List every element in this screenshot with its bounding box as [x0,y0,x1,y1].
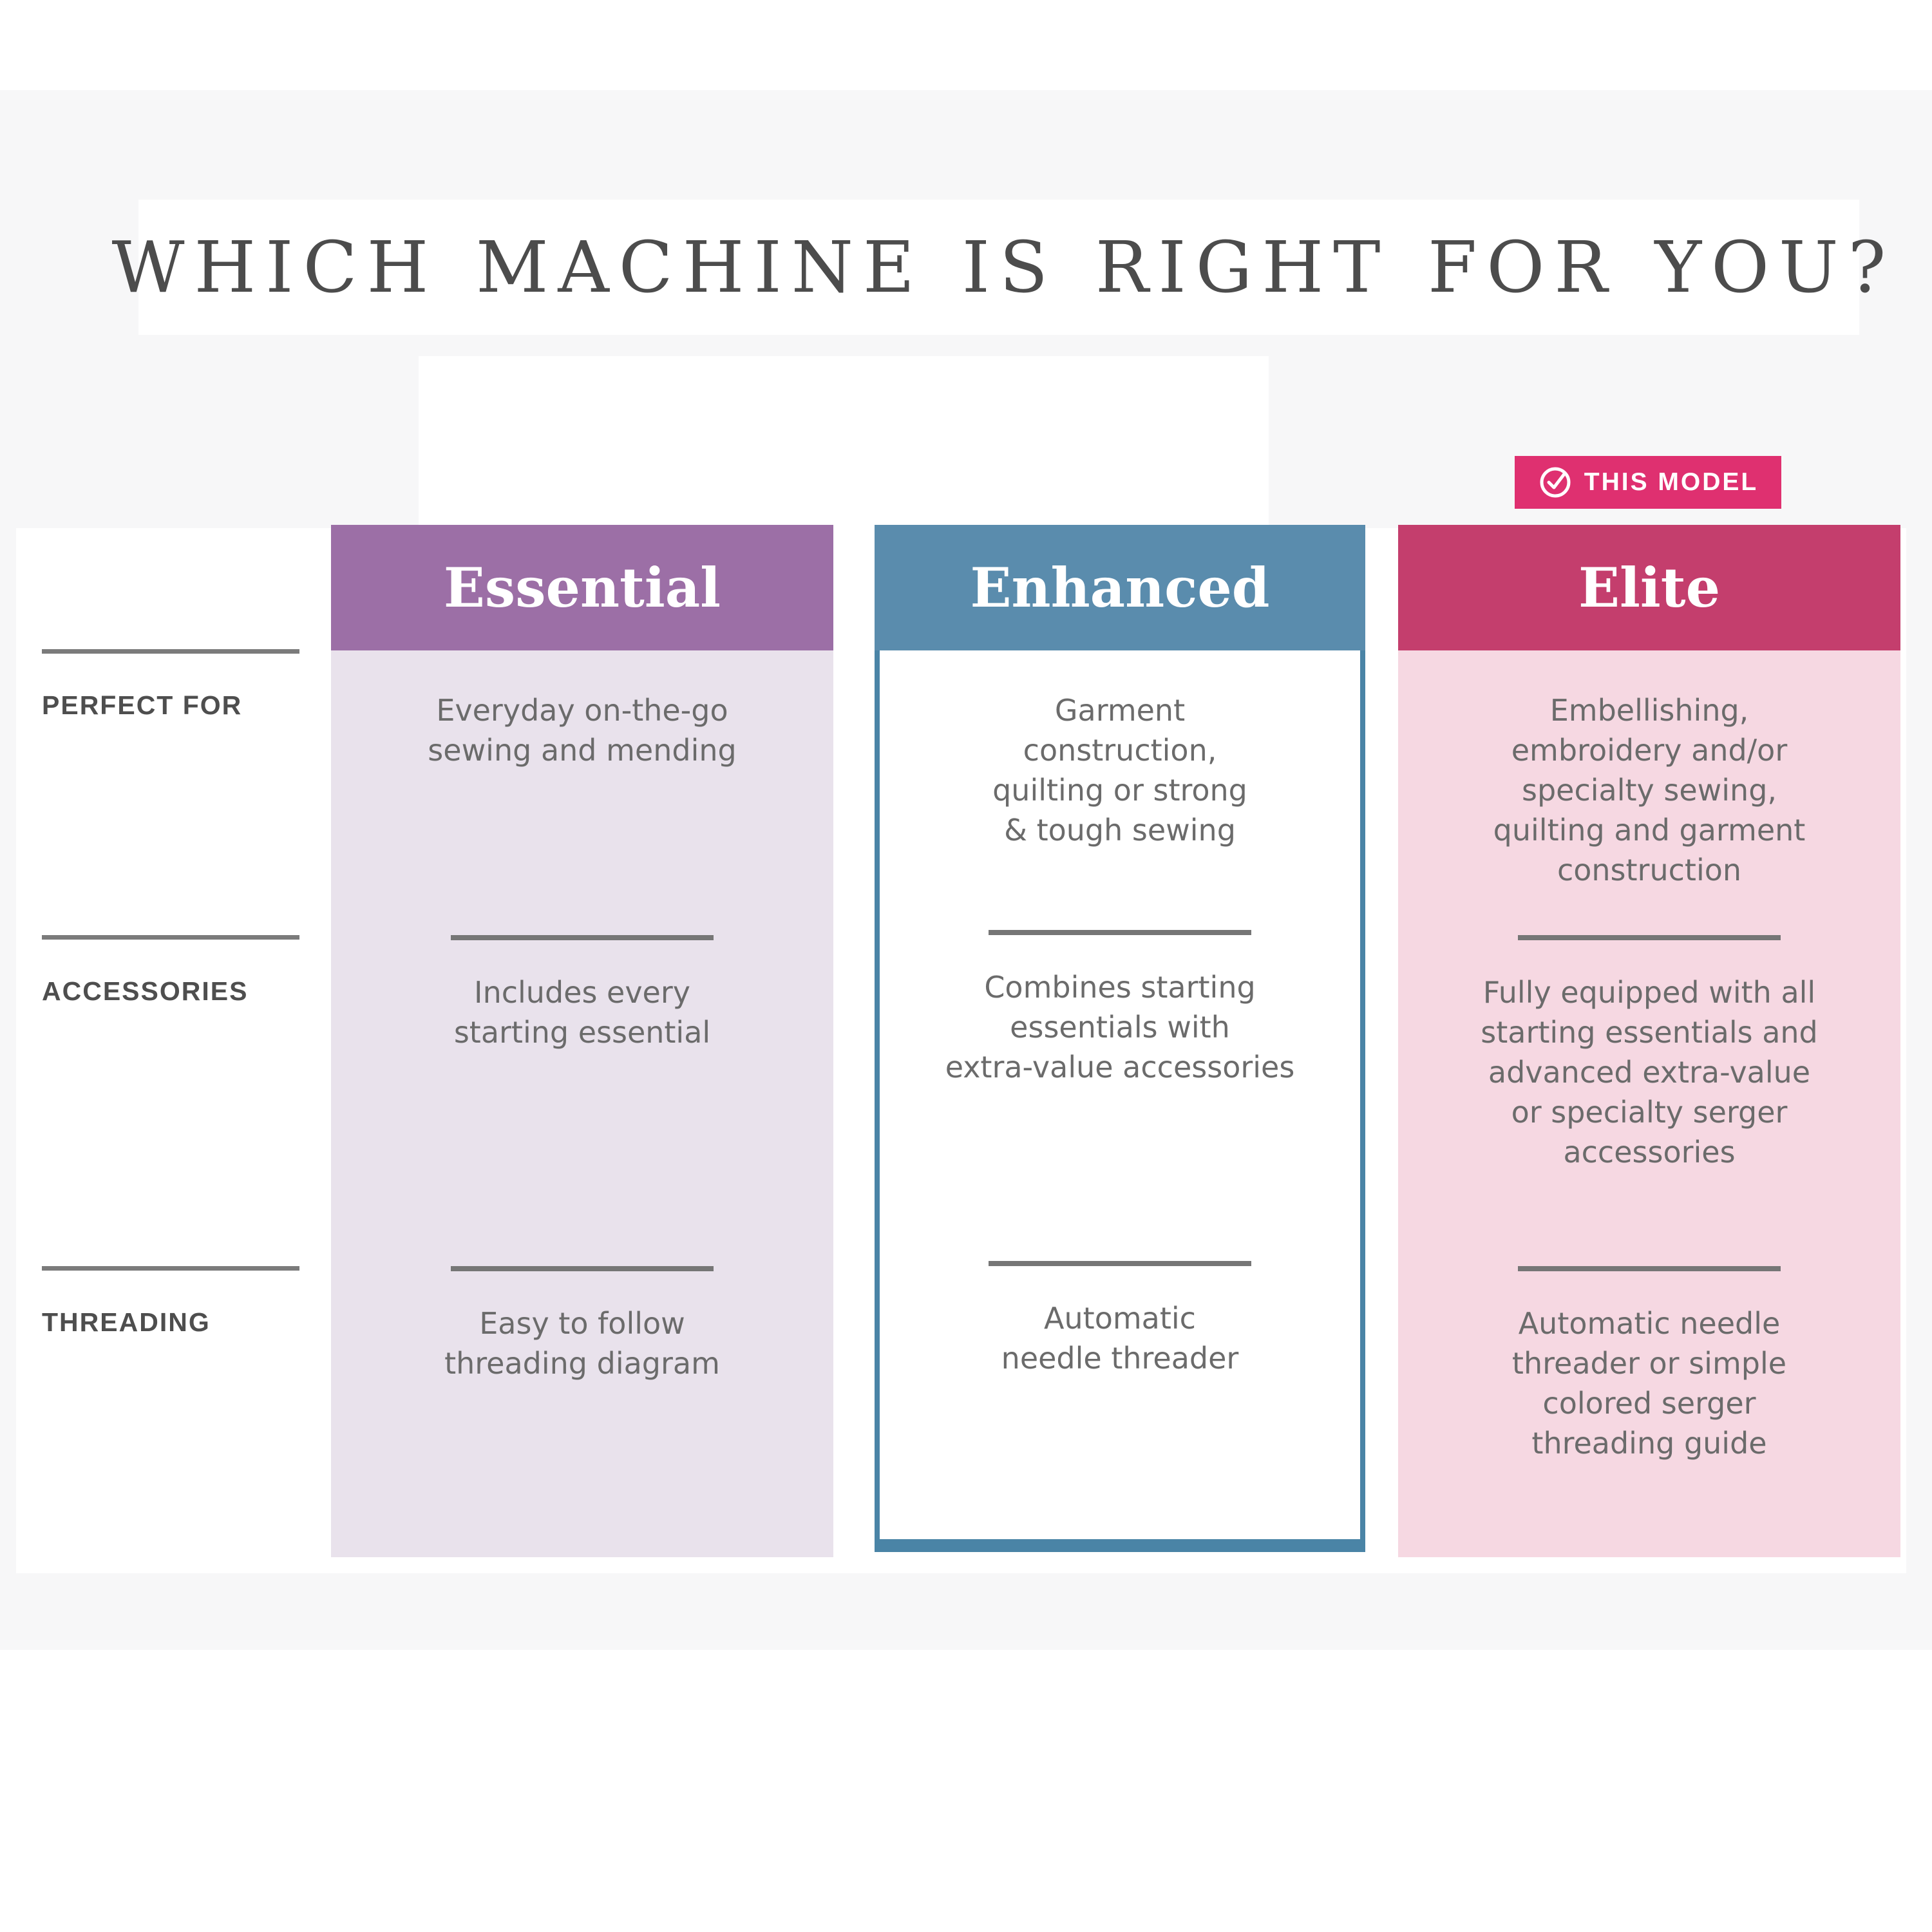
column-elite: Elite Embellishing, embroidery and/or sp… [1398,525,1900,1557]
cell-essential-perfect-for: Everyday on-the-go sewing and mending [331,690,833,770]
cell-enhanced-accessories: Combines starting essentials with extra-… [880,930,1360,1087]
column-title: Enhanced [970,556,1270,620]
column-essential: Essential Everyday on-the-go sewing and … [331,525,833,1557]
cell-divider [989,930,1251,935]
column-elite-header: Elite [1398,525,1900,650]
row-label-text: THREADING [42,1307,211,1337]
column-elite-body: Embellishing, embroidery and/or specialt… [1398,650,1900,1557]
cell-divider [989,1261,1251,1266]
row-divider [42,649,299,654]
row-label-accessories: ACCESSORIES [42,935,306,1007]
cell-elite-threading: Automatic needle threader or simple colo… [1398,1266,1900,1463]
column-essential-body: Everyday on-the-go sewing and mending In… [331,650,833,1557]
cell-divider [1518,1266,1781,1271]
background-card-upper [419,356,1269,528]
cell-text: Garment construction, quilting or strong… [992,693,1247,848]
cell-text: Fully equipped with all starting essenti… [1481,975,1818,1170]
check-circle-icon [1540,467,1571,498]
cell-text: Includes every starting essential [453,975,711,1050]
cell-text: Combines starting essentials with extra-… [945,970,1295,1084]
cell-text: Automatic needle threader [1001,1301,1239,1376]
cell-text: Automatic needle threader or simple colo… [1511,1306,1787,1461]
cell-essential-accessories: Includes every starting essential [331,935,833,1052]
cell-divider [451,1266,714,1271]
column-title: Elite [1578,556,1721,620]
row-divider [42,1266,299,1271]
column-essential-header: Essential [331,525,833,650]
cell-elite-perfect-for: Embellishing, embroidery and/or specialt… [1398,690,1900,890]
column-title: Essential [443,556,721,620]
row-label-perfect-for: PERFECT FOR [42,649,306,721]
row-label-text: PERFECT FOR [42,690,243,720]
column-enhanced-body: Garment construction, quilting or strong… [875,650,1365,1552]
cell-enhanced-perfect-for: Garment construction, quilting or strong… [880,690,1360,850]
row-label-text: ACCESSORIES [42,976,249,1006]
row-label-threading: THREADING [42,1266,306,1338]
column-enhanced: Enhanced Garment construction, quilting … [875,525,1365,1557]
badge-label: THIS MODEL [1584,468,1759,496]
this-model-badge: THIS MODEL [1515,456,1781,509]
cell-divider [1518,935,1781,940]
cell-elite-accessories: Fully equipped with all starting essenti… [1398,935,1900,1172]
cell-essential-threading: Easy to follow threading diagram [331,1266,833,1383]
cell-text: Embellishing, embroidery and/or specialt… [1493,693,1806,887]
cell-text: Everyday on-the-go sewing and mending [428,693,737,768]
page-title: WHICH MACHINE IS RIGHT FOR YOU? [111,226,1896,308]
cell-divider [451,935,714,940]
row-divider [42,935,299,940]
cell-enhanced-threading: Automatic needle threader [880,1261,1360,1378]
cell-text: Easy to follow threading diagram [444,1306,720,1381]
column-enhanced-header: Enhanced [875,525,1365,650]
title-band: WHICH MACHINE IS RIGHT FOR YOU? [111,200,1886,335]
